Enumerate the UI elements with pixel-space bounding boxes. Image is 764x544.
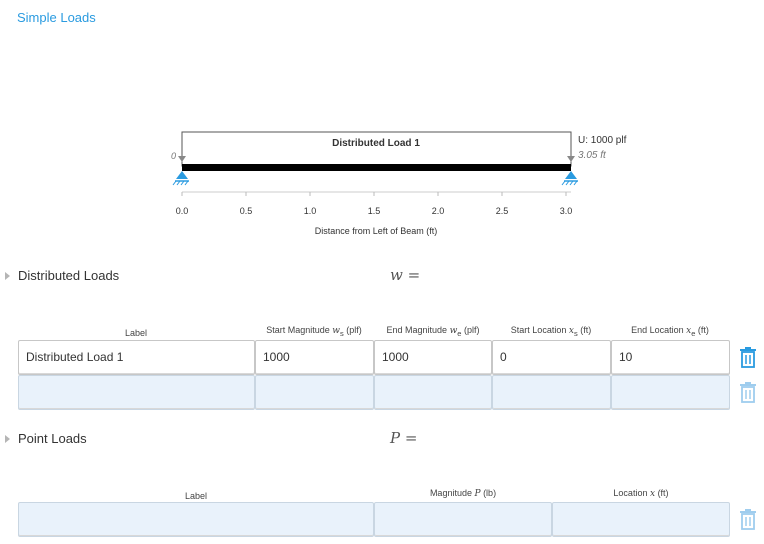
header-start-magnitude: Start Magnitude ws (plf) (266, 325, 362, 338)
left-support-icon (172, 171, 189, 186)
x-tick-label: 1.0 (304, 206, 317, 216)
x-tick-label: 0.0 (176, 206, 189, 216)
point-header-location: Location x (ft) (613, 488, 669, 499)
point-row-magnitude-input[interactable] (374, 502, 552, 537)
right-support-icon (561, 171, 578, 186)
beam-diagram: Distributed Load 1 0 U: 1000 plf 3.05 ft… (171, 131, 627, 236)
caret-right-icon (5, 271, 10, 280)
caret-right-icon (5, 434, 10, 443)
distributed-symbol: w = (390, 266, 421, 284)
beam (182, 164, 571, 171)
distributed-loads-title: Distributed Loads (18, 268, 120, 283)
point-symbol: P = (390, 429, 418, 447)
simple-loads-link[interactable]: Simple Loads (17, 10, 96, 25)
point-row-label-input[interactable] (18, 502, 374, 537)
x-tick-label: 2.5 (496, 206, 509, 216)
distributed-loads-toggle[interactable]: Distributed Loads (5, 268, 119, 283)
distributed-load-label: Distributed Load 1 (332, 138, 420, 149)
row1-end-location-input[interactable]: 10 (611, 340, 730, 375)
header-end-magnitude: End Magnitude we (plf) (386, 325, 480, 338)
x-tick-label: 2.0 (432, 206, 445, 216)
delete-row-trash-icon[interactable] (738, 346, 758, 368)
delete-empty-row-trash-icon[interactable] (738, 381, 758, 403)
delete-point-row-trash-icon[interactable] (738, 508, 758, 530)
row2-label-input[interactable] (18, 375, 255, 410)
point-header-magnitude: Magnitude P (lb) (429, 488, 497, 499)
load-arrow-left (178, 156, 186, 162)
row2-start-magnitude-input[interactable] (255, 375, 374, 410)
x-tick-label: 0.5 (240, 206, 253, 216)
header-label: Label (124, 328, 148, 338)
point-loads-title: Point Loads (18, 431, 87, 446)
header-end-location: End Location xe (ft) (631, 325, 709, 338)
row2-end-magnitude-input[interactable] (374, 375, 492, 410)
row1-start-location-input[interactable]: 0 (492, 340, 611, 375)
row2-start-location-input[interactable] (492, 375, 611, 410)
load-arrow-right (567, 156, 575, 162)
row1-label-input[interactable]: Distributed Load 1 (18, 340, 255, 375)
end-length-label: 3.05 ft (578, 150, 607, 161)
point-row-location-input[interactable] (552, 502, 730, 537)
x-axis-label: Distance from Left of Beam (ft) (315, 226, 438, 236)
header-start-location: Start Location xs (ft) (510, 325, 592, 338)
x-tick-label: 1.5 (368, 206, 381, 216)
x-axis-ticks: 0.0 0.5 1.0 1.5 2.0 2.5 3.0 (176, 192, 573, 216)
row1-end-magnitude-input[interactable]: 1000 (374, 340, 492, 375)
x-tick-label: 3.0 (560, 206, 573, 216)
point-loads-toggle[interactable]: Point Loads (5, 431, 87, 446)
row2-end-location-input[interactable] (611, 375, 730, 410)
end-magnitude-label: U: 1000 plf (578, 135, 627, 146)
point-header-label: Label (184, 491, 208, 501)
start-magnitude-label: 0 (171, 151, 176, 161)
row1-start-magnitude-input[interactable]: 1000 (255, 340, 374, 375)
